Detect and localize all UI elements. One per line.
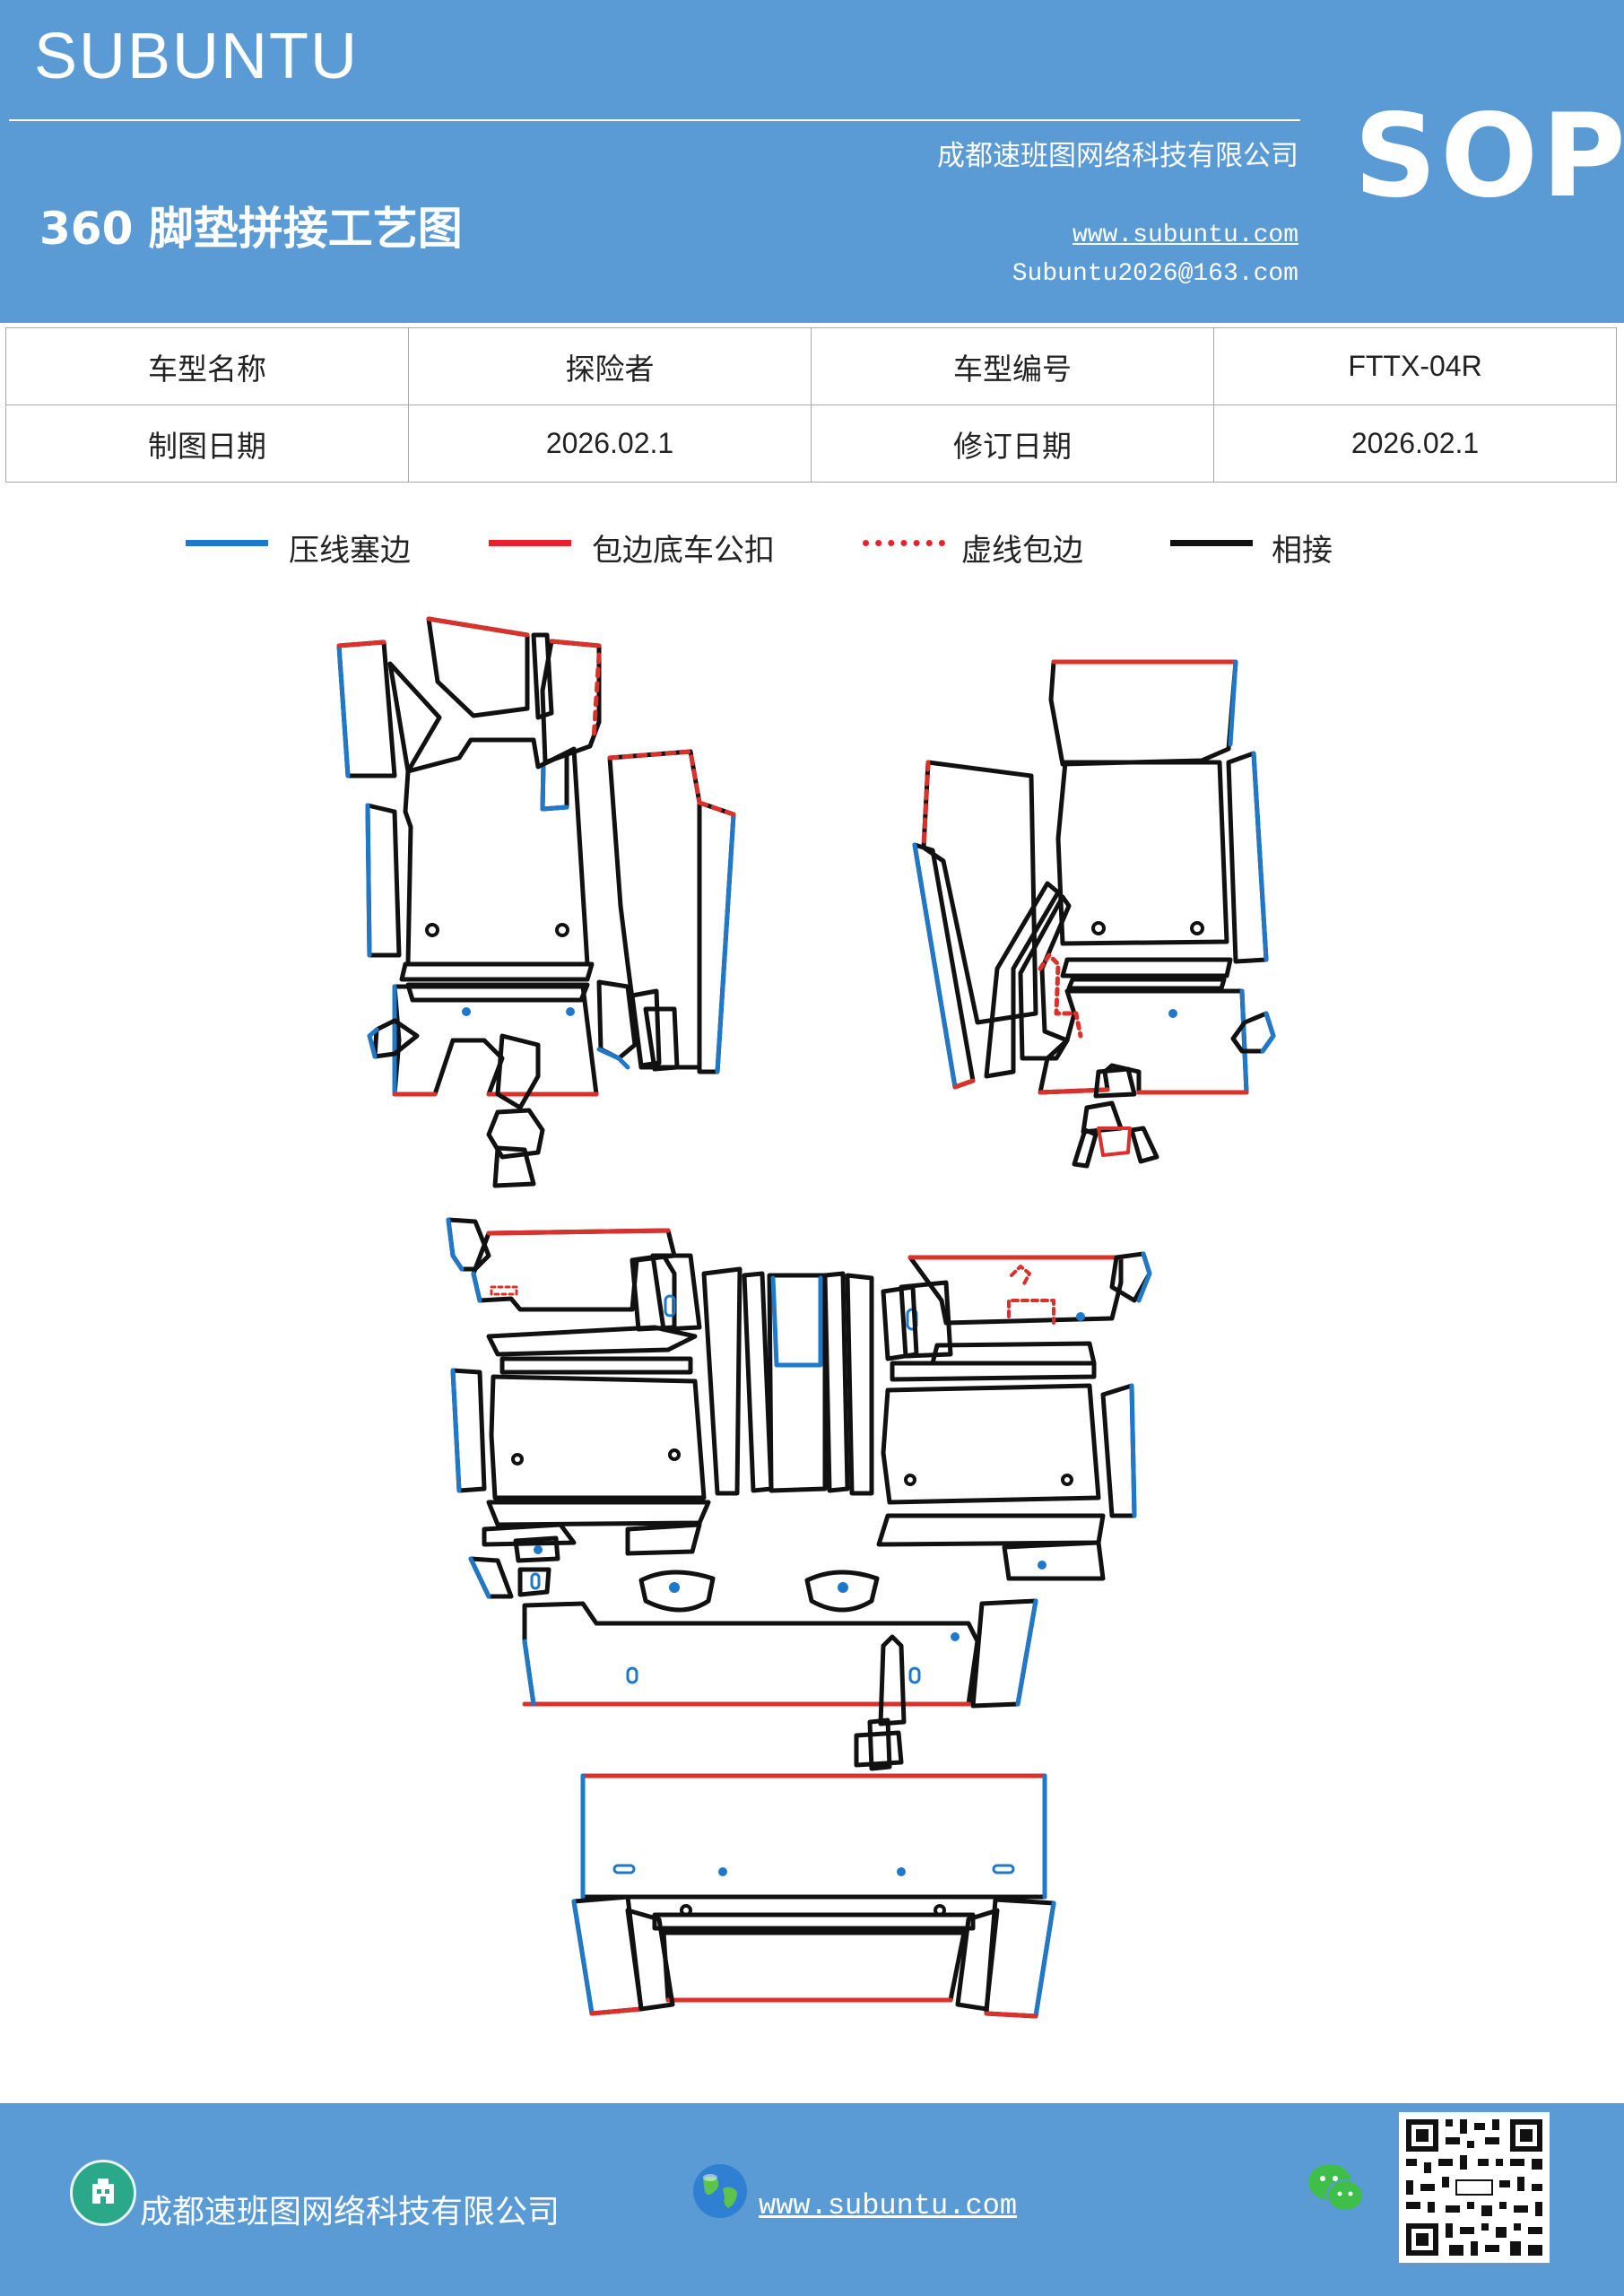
wechat-icon[interactable] xyxy=(1305,2157,1368,2220)
legend-label: 包边底车公扣 xyxy=(592,533,775,569)
website-link-header[interactable]: www.subuntu.com xyxy=(1072,222,1298,249)
revise-date-label: 修订日期 xyxy=(811,404,1214,483)
legend-label: 相接 xyxy=(1272,533,1333,569)
model-code-value: FTTX-04R xyxy=(1213,327,1617,405)
website-link-footer[interactable]: www.subuntu.com xyxy=(759,2189,1018,2222)
legend-line-red xyxy=(489,540,571,546)
legend-line-black xyxy=(1170,540,1253,546)
building-icon xyxy=(70,2160,136,2226)
qr-code xyxy=(1399,2112,1550,2263)
floor-mat-diagram xyxy=(336,616,1276,2019)
brand-logo-text: SUBUNTU xyxy=(34,21,360,92)
company-name-footer: 成都速班图网络科技有限公司 xyxy=(140,2194,560,2231)
table-row: 车型名称 探险者 车型编号 FTTX-04R xyxy=(5,327,1617,405)
legend-label: 压线塞边 xyxy=(289,533,411,569)
legend-label: 虚线包边 xyxy=(961,533,1083,569)
revise-date-value: 2026.02.1 xyxy=(1213,404,1617,483)
model-name-label: 车型名称 xyxy=(5,327,409,405)
footer-banner: 成都速班图网络科技有限公司 www.subuntu.com xyxy=(0,2103,1624,2296)
front-left-mat-group xyxy=(336,616,736,1188)
draw-date-label: 制图日期 xyxy=(5,404,409,483)
legend-line-blue xyxy=(186,540,268,546)
header-banner: SUBUNTU 成都速班图网络科技有限公司 360 脚垫拼接工艺图 www.su… xyxy=(0,0,1624,323)
second-row-mat-group xyxy=(446,1217,1152,1599)
rear-mat-group xyxy=(522,1570,1056,2019)
table-row: 制图日期 2026.02.1 修订日期 2026.02.1 xyxy=(5,404,1617,483)
model-name-value: 探险者 xyxy=(408,327,812,405)
globe-icon xyxy=(690,2161,750,2221)
model-code-label: 车型编号 xyxy=(811,327,1214,405)
company-name-header: 成都速班图网络科技有限公司 xyxy=(937,140,1298,172)
draw-date-value: 2026.02.1 xyxy=(408,404,812,483)
document-title: 360 脚垫拼接工艺图 xyxy=(39,203,463,255)
sop-badge: SOP xyxy=(1354,90,1624,223)
header-divider xyxy=(9,119,1300,121)
email-header: Subuntu2026@163.com xyxy=(1012,260,1298,288)
legend-line-red-dotted xyxy=(863,540,945,546)
front-right-mat-group xyxy=(912,659,1276,1169)
line-legend: 压线塞边 包边底车公扣 虚线包边 相接 xyxy=(0,524,1624,578)
vehicle-info-table: 车型名称 探险者 车型编号 FTTX-04R 制图日期 2026.02.1 修订… xyxy=(5,327,1617,483)
